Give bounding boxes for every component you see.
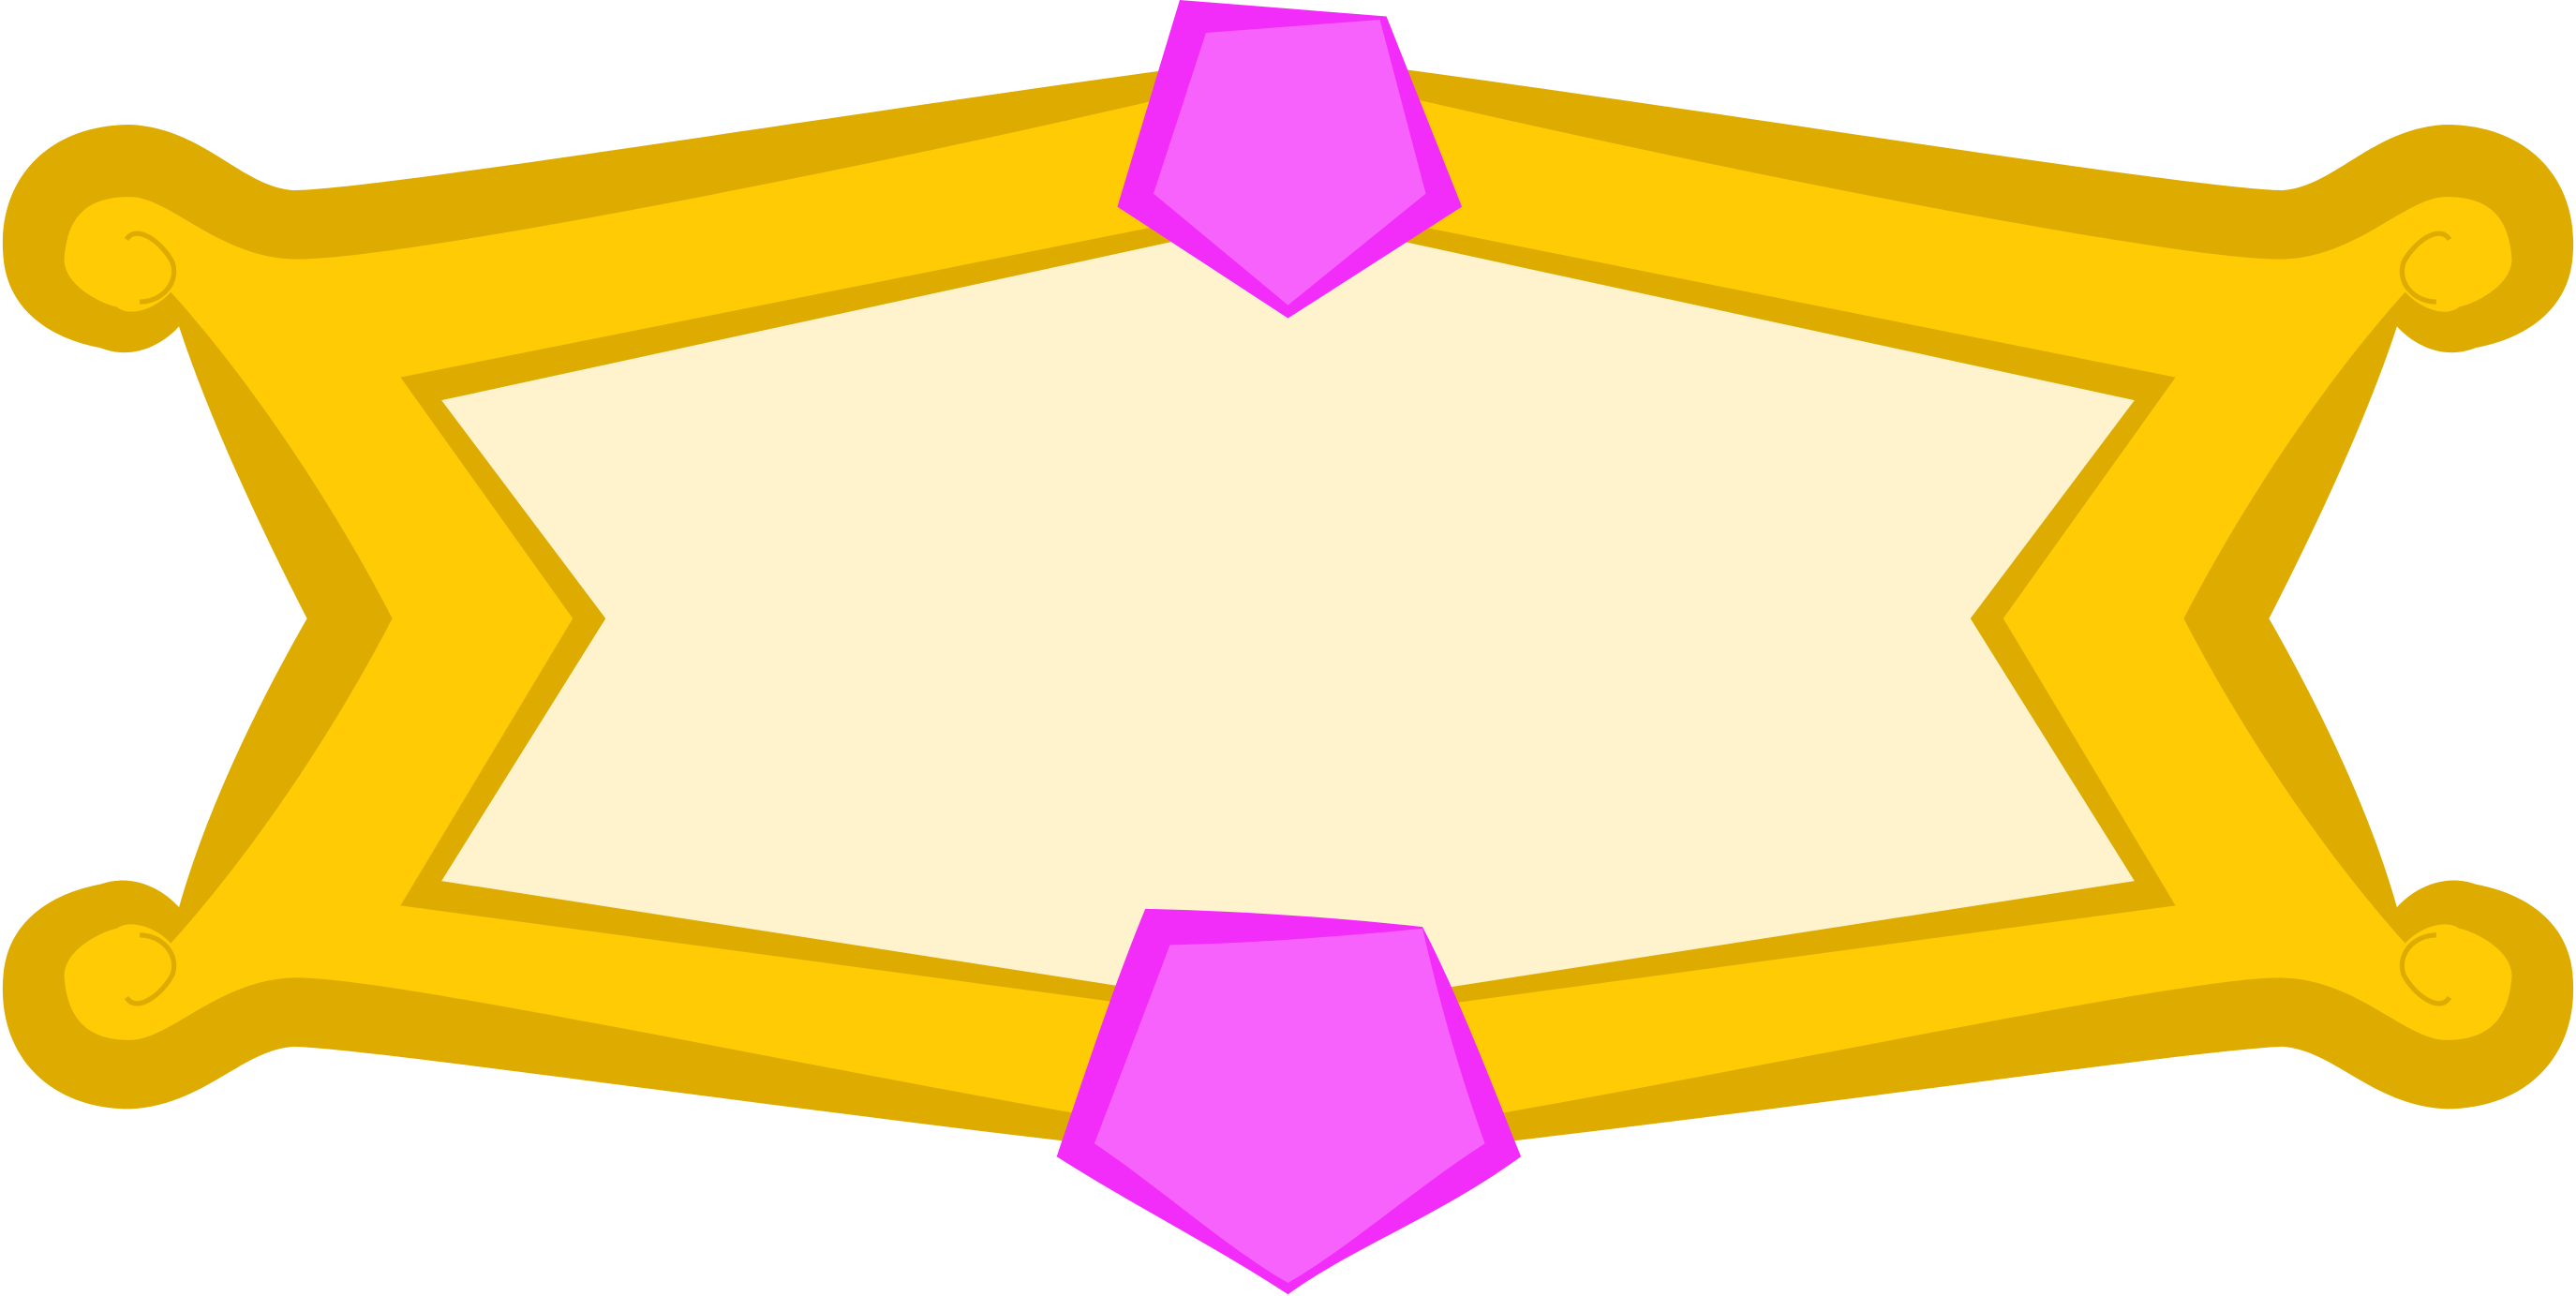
top-gem-inner bbox=[1153, 20, 1426, 305]
bottom-gem-inner bbox=[1094, 928, 1485, 1283]
bottom-gem bbox=[1056, 908, 1522, 1295]
curl-ornament-icon bbox=[124, 231, 2452, 1006]
panel-fill-shape bbox=[441, 216, 2135, 1013]
top-gem bbox=[1117, 0, 1463, 319]
